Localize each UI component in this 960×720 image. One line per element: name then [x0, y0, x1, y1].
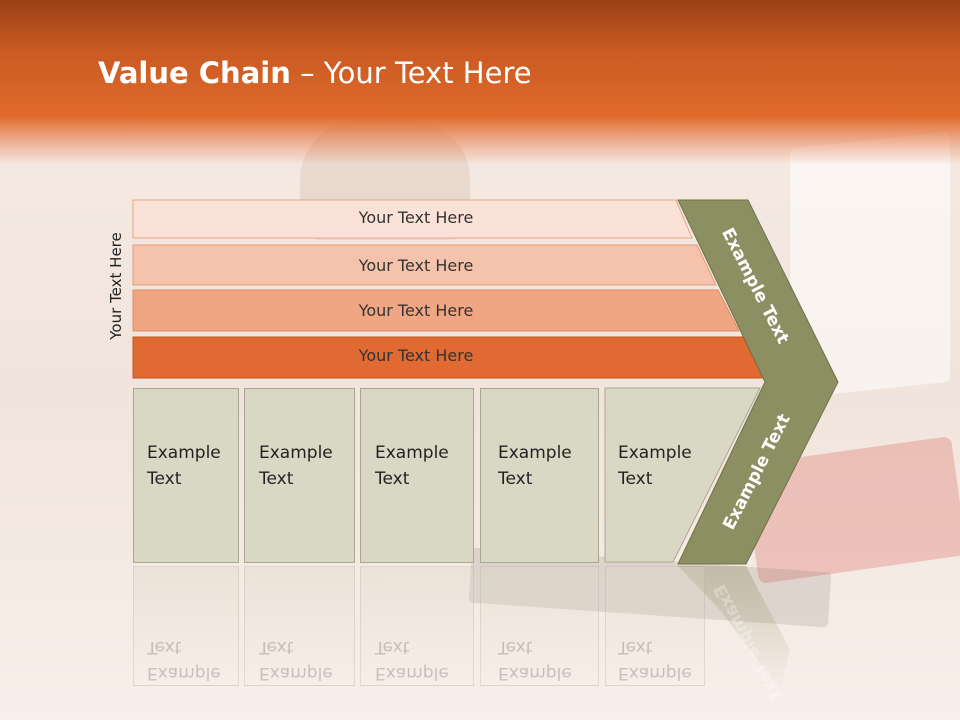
primary-box-1-line2: Text [147, 469, 182, 489]
box-reflection-text-2-line1: Example [259, 663, 333, 683]
chevron-reflection [678, 566, 790, 690]
primary-box-3-line1: Example [375, 443, 449, 463]
box-reflection-text-2: Example Text [259, 634, 333, 686]
primary-box-1-line1: Example [147, 443, 221, 463]
box-reflection-text-5-line2: Text [618, 637, 653, 657]
header-band [0, 0, 960, 165]
primary-box-1 [133, 388, 239, 563]
primary-box-5-shape [604, 387, 761, 563]
box-reflection-text-4-line1: Example [498, 663, 572, 683]
box-reflection-1 [133, 566, 239, 686]
support-row-2 [132, 244, 717, 286]
primary-box-5-line2: Text [618, 469, 653, 489]
support-row-1-label: Your Text Here [358, 208, 474, 227]
primary-box-2-line2: Text [259, 469, 294, 489]
primary-box-4-text: Example Text [498, 440, 572, 492]
box-reflection-text-1: Example Text [147, 634, 221, 686]
box-reflection-text-1-line1: Example [147, 663, 221, 683]
title-bold: Value Chain [98, 56, 291, 90]
primary-box-2-text: Example Text [259, 440, 333, 492]
primary-box-5-line1: Example [618, 443, 692, 463]
support-row-2-label: Your Text Here [358, 256, 474, 275]
box-reflection-text-2-line2: Text [259, 637, 294, 657]
primary-box-3-text: Example Text [375, 440, 449, 492]
box-reflection-text-1-line2: Text [147, 637, 182, 657]
box-reflection-text-3-line1: Example [375, 663, 449, 683]
primary-box-3-line2: Text [375, 469, 410, 489]
box-reflection-text-3-line2: Text [375, 637, 410, 657]
box-reflection-text-5: Example Text [618, 634, 692, 686]
support-row-4-label: Your Text Here [358, 346, 474, 365]
box-reflection-4 [480, 566, 599, 686]
primary-box-2-line1: Example [259, 443, 333, 463]
box-reflection-text-5-line1: Example [618, 663, 692, 683]
primary-box-4-line2: Text [498, 469, 533, 489]
primary-box-2 [244, 388, 355, 563]
box-reflection-text-3: Example Text [375, 634, 449, 686]
chevron-arrow [677, 199, 839, 565]
primary-box-1-text: Example Text [147, 440, 221, 492]
primary-box-3 [360, 388, 474, 563]
primary-box-4 [480, 388, 599, 563]
box-reflection-text-4-line2: Text [498, 637, 533, 657]
box-reflection-text-4: Example Text [498, 634, 572, 686]
support-row-3-label: Your Text Here [358, 301, 474, 320]
title-rest: – Your Text Here [290, 56, 532, 90]
support-row-3 [132, 289, 740, 332]
support-row-1 [132, 199, 693, 239]
slide-title: Value Chain – Your Text Here [98, 56, 532, 96]
box-reflection-3 [360, 566, 474, 686]
primary-box-5-text: Example Text [618, 440, 692, 492]
box-reflection-5 [605, 566, 705, 686]
primary-box-4-line1: Example [498, 443, 572, 463]
box-reflection-2 [244, 566, 355, 686]
